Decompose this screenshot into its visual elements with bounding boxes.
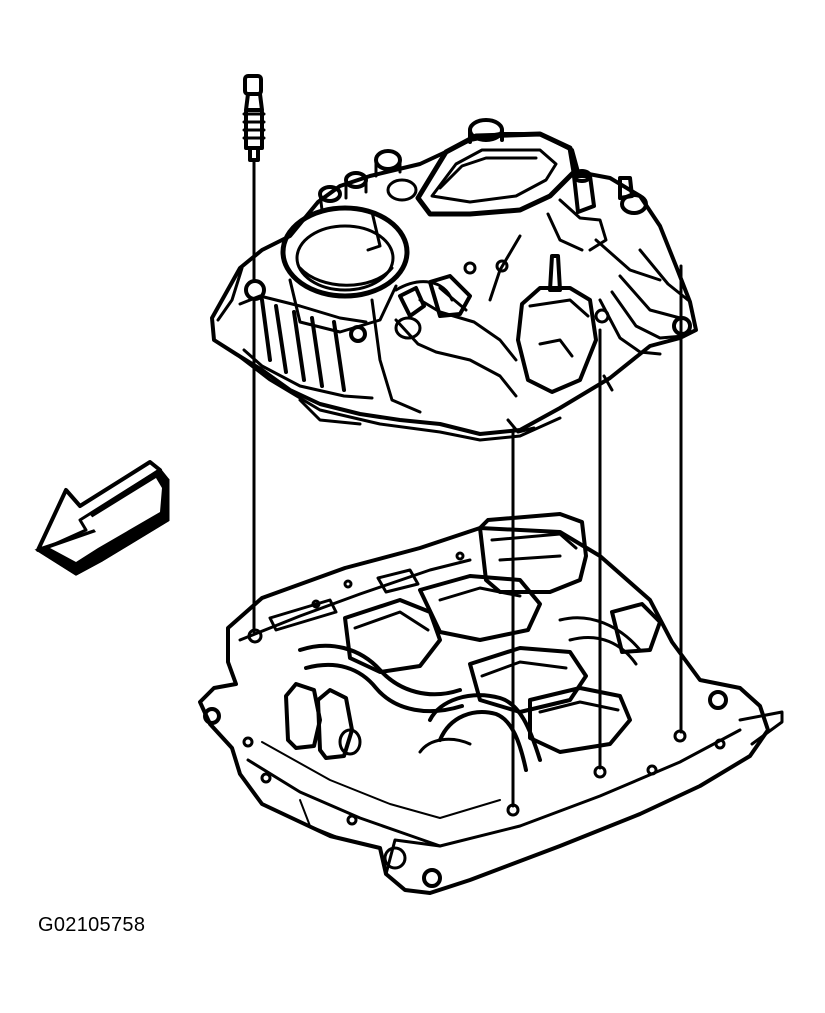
manifold-stud-bolt [242, 74, 266, 282]
throttle-body-bore [280, 205, 410, 299]
figure-id-label: G02105758 [38, 914, 146, 936]
runner-port [343, 598, 442, 674]
bolt-hole [708, 690, 728, 710]
direction-arrow-icon [34, 460, 170, 576]
upper-intake-manifold [210, 118, 698, 442]
lower-manifold-outline [198, 526, 770, 895]
bolt-hole [203, 707, 221, 725]
alignment-guide-lines [252, 254, 683, 808]
coolant-pipe [316, 688, 354, 760]
upper-manifold-outline [210, 132, 698, 436]
runner-port [418, 574, 542, 642]
bolt-hole [422, 868, 442, 888]
lower-intake-manifold [198, 512, 784, 895]
runner-port [528, 686, 632, 754]
coolant-pipe [284, 682, 322, 750]
